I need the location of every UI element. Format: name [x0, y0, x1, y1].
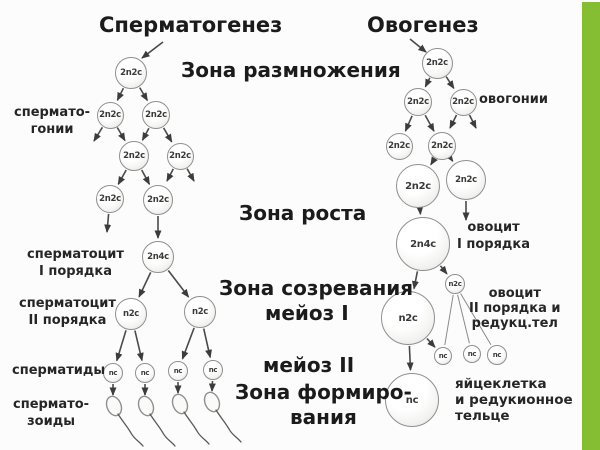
- cell-s-f2: n2c: [184, 296, 216, 328]
- division-arrow: [116, 127, 126, 142]
- cell-s-d1: 2n2c: [96, 185, 124, 213]
- cell-o-f-big: n2c: [381, 291, 435, 345]
- cell-s-e: 2n4c: [142, 241, 174, 273]
- oogenesis-title: Овогенез: [367, 13, 479, 37]
- sperm-layer: [105, 391, 242, 447]
- spermatozoon-shape: [105, 395, 144, 447]
- spermatids-label: сперматиды: [12, 363, 106, 378]
- division-arrow: [439, 265, 448, 275]
- cell-s-b1: 2n2c: [96, 101, 124, 129]
- spermatozoon-shape: [137, 395, 176, 447]
- division-arrow: [186, 168, 195, 182]
- cell-o-c1: 2n2c: [385, 132, 413, 160]
- cell-s-b2: 2n2c: [142, 101, 170, 129]
- meiosis-2-label: мейоз II: [263, 353, 355, 377]
- division-arrow: [116, 87, 125, 102]
- division-arrow: [426, 338, 436, 348]
- cell-o-d1: 2n2c: [396, 164, 440, 208]
- cell-o-nc2: nc: [463, 345, 481, 363]
- division-arrow: [141, 127, 150, 141]
- cell-s-c1: 2n2c: [119, 141, 149, 171]
- division-arrow: [409, 38, 427, 53]
- zone-reproduction-label: Зона размножения: [181, 58, 401, 82]
- egg-cell-label: яйцеклетка и редукионное тельце: [455, 376, 573, 424]
- cell-s-f1: n2c: [115, 298, 147, 330]
- cell-s-d2: 2n2c: [143, 185, 173, 215]
- zone-maturation-label: Зона созревания: [219, 276, 414, 300]
- cell-o-c2: 2n2c: [428, 132, 456, 160]
- cell-s-g2: nc: [135, 363, 155, 383]
- green-accent-bar: [582, 2, 600, 450]
- division-arrow: [430, 156, 438, 166]
- oogonia-label: овогонии: [479, 92, 549, 107]
- division-arrow: [181, 327, 195, 360]
- division-arrow: [115, 330, 127, 362]
- division-arrow: [406, 345, 414, 371]
- division-arrow: [424, 114, 435, 132]
- cell-o-d2: 2n2c: [446, 160, 486, 200]
- division-arrow: [445, 76, 455, 90]
- connector-line: [460, 293, 492, 345]
- cell-s-c2: 2n2c: [166, 142, 194, 170]
- spermatogenesis-title: Сперматогенез: [99, 13, 283, 37]
- connector-line: [444, 294, 454, 346]
- division-arrow: [117, 169, 127, 186]
- edges-layer: [93, 38, 492, 396]
- division-arrow: [202, 328, 212, 359]
- division-arrow: [404, 115, 413, 132]
- cell-o-a1: 2n2c: [421, 47, 453, 79]
- spermatocyte-2-label: сперматоцит II порядка: [19, 296, 116, 328]
- zone-formation-label: Зона формиро- вания: [235, 380, 412, 429]
- division-arrow: [412, 271, 419, 290]
- cell-o-b2: 2n2c: [449, 88, 477, 116]
- spermatozoa-label: спермато- зоиды: [13, 397, 90, 429]
- cell-s-a1: 2n2c: [115, 57, 147, 89]
- division-arrow: [104, 213, 112, 233]
- spermatogonia-label: спермато- гонии: [14, 105, 91, 137]
- division-arrow: [162, 127, 173, 143]
- division-arrow: [140, 169, 151, 186]
- cell-o-e: 2n4c: [396, 217, 450, 271]
- division-arrow: [141, 41, 164, 59]
- division-arrow: [134, 330, 144, 362]
- cell-o-egg: nc: [385, 373, 439, 427]
- oocyte-2-label: овоцит II порядка и редукц.тел: [469, 286, 561, 331]
- division-arrow: [208, 380, 216, 392]
- zone-growth-label: Зона роста: [239, 201, 367, 225]
- cell-o-nc3: nc: [487, 345, 507, 365]
- oocyte-1-label: овоцит I порядка: [457, 220, 531, 252]
- division-arrow: [93, 126, 104, 142]
- meiosis-1-label: мейоз I: [265, 301, 349, 325]
- division-arrow: [139, 87, 148, 102]
- division-arrow: [449, 114, 458, 129]
- cell-o-f-small: n2c: [445, 274, 465, 294]
- division-arrow: [468, 114, 477, 129]
- division-arrow: [167, 270, 190, 298]
- division-arrow: [166, 168, 175, 182]
- cell-s-g3: nc: [168, 361, 188, 381]
- division-arrow: [138, 272, 152, 298]
- spermatozoon-shape: [203, 391, 242, 443]
- division-arrow: [424, 77, 432, 88]
- cell-s-g1: nc: [103, 363, 123, 383]
- spermatozoon-shape: [171, 393, 210, 445]
- cell-o-b1: 2n2c: [404, 88, 432, 116]
- spermatocyte-1-label: сперматоцит I порядка: [27, 247, 124, 279]
- division-arrow: [445, 153, 454, 163]
- connector-line: [457, 294, 470, 344]
- cell-o-nc1: nc: [434, 347, 452, 365]
- cell-s-g4: nc: [203, 360, 223, 380]
